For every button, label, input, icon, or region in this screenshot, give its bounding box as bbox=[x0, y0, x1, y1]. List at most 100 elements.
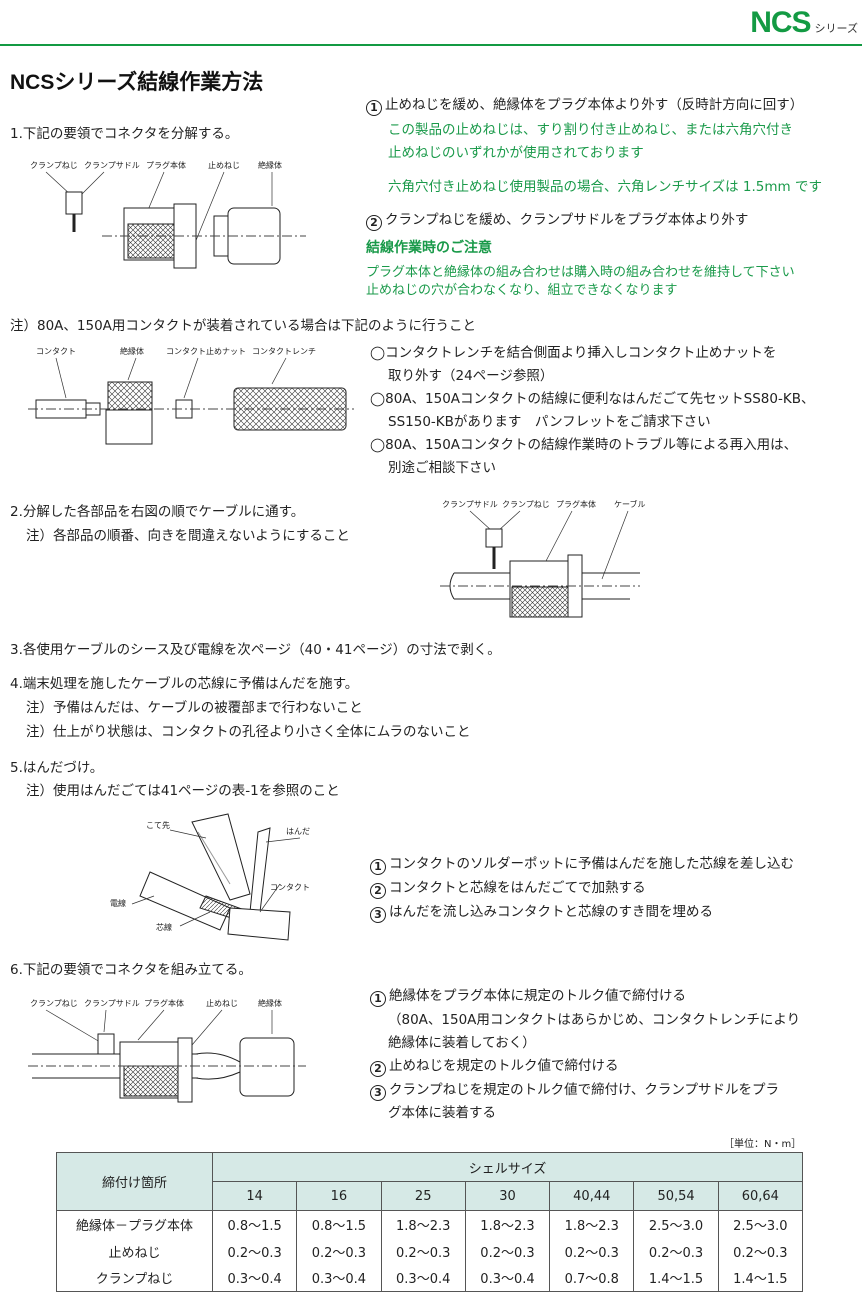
fig-label: 絶縁体 bbox=[258, 998, 282, 1008]
assembly-line: 絶縁体に装着しておく） bbox=[388, 1035, 536, 1051]
ncs-logo: NCS bbox=[750, 6, 811, 39]
disassembly-figure: クランプねじ クランプサドル プラグ本体 止めねじ 絶縁体 bbox=[28, 150, 308, 278]
fig-label: クランプねじ bbox=[30, 999, 78, 1008]
step4-note: 注）予備はんだは、ケーブルの被覆部まで行わないこと bbox=[26, 700, 363, 716]
bullet-line: ◯コンタクトレンチを結合側面より挿入しコンタクト止めナットを bbox=[370, 345, 777, 361]
step5-heading: 5.はんだづけ。 bbox=[10, 760, 104, 776]
bullet-line: 取り外す（24ページ参照） bbox=[388, 368, 554, 384]
cable-routing-figure: クランプサドル クランプねじ プラグ本体 ケーブル bbox=[440, 495, 650, 625]
assembly-line: グ本体に装着する bbox=[388, 1105, 496, 1121]
torque-table: 締付け箇所 シェルサイズ 14 16 25 30 40,44 50,54 60,… bbox=[56, 1152, 804, 1292]
number-badge: 3 bbox=[370, 1085, 386, 1101]
size-header: 60,64 bbox=[717, 1181, 804, 1211]
fig-label: 絶縁体 bbox=[258, 160, 282, 170]
fig-label: コンタクト bbox=[36, 347, 76, 356]
fig-label: はんだ bbox=[286, 827, 310, 836]
step1-heading: 1.下記の要領でコネクタを分解する。 bbox=[10, 126, 239, 142]
assembly-figure: クランプねじ クランプサドル プラグ本体 止めねじ 絶縁体 bbox=[28, 992, 308, 1110]
col-header-location: 締付け箇所 bbox=[56, 1152, 213, 1211]
fig-label: ケーブル bbox=[614, 499, 646, 509]
item-text: はんだを流し込みコンタクトと芯線のすき間を埋める bbox=[389, 904, 713, 920]
fig-label: クランプサドル bbox=[442, 500, 498, 509]
series-label: シリーズ bbox=[814, 22, 858, 35]
soldering-figure: こて先 はんだ コンタクト 電線 芯線 bbox=[110, 812, 330, 952]
fig-label: こて先 bbox=[146, 820, 170, 830]
step4-note: 注）仕上がり状態は、コンタクトの孔径より小さく全体にムラのないこと bbox=[26, 724, 471, 740]
item-text: クランプねじを緩め、クランプサドルをプラグ本体より外す bbox=[385, 212, 749, 228]
fig-label: 止めねじ bbox=[206, 998, 238, 1008]
fig-label: 芯線 bbox=[156, 922, 172, 932]
number-badge: 1 bbox=[366, 100, 382, 116]
fig-label: プラグ本体 bbox=[144, 998, 184, 1008]
item-text: コンタクトのソルダーポットに予備はんだを施した芯線を差し込む bbox=[389, 856, 794, 872]
fig-label: コンタクト bbox=[270, 883, 310, 892]
table-cell: 0.8～1.5 bbox=[211, 1210, 298, 1238]
table-cell: 0.2～0.3 bbox=[717, 1237, 804, 1265]
unit-label: ［単位：N・m］ bbox=[724, 1139, 802, 1150]
table-row: クランプねじ 0.3～0.4 0.3～0.4 0.3～0.4 0.3～0.4 0… bbox=[56, 1264, 804, 1292]
row-label: 絶縁体－プラグ本体 bbox=[56, 1210, 213, 1238]
table-cell: 1.4～1.5 bbox=[717, 1264, 804, 1292]
item-text: コンタクトと芯線をはんだごてで加熱する bbox=[389, 880, 646, 896]
row-label: クランプねじ bbox=[56, 1264, 213, 1292]
header-rule bbox=[0, 44, 862, 46]
fig-label: クランプねじ bbox=[502, 500, 550, 509]
table-cell: 0.8～1.5 bbox=[296, 1210, 382, 1238]
size-header: 25 bbox=[380, 1181, 466, 1211]
caution-line: 止めねじの穴が合わなくなり、組立できなくなります bbox=[366, 283, 678, 298]
number-badge: 2 bbox=[370, 883, 386, 899]
size-header: 50,54 bbox=[633, 1181, 719, 1211]
item-text: クランプねじを規定のトルク値で締付け、クランプサドルをプラ bbox=[389, 1082, 780, 1098]
note-line: この製品の止めねじは、すり割り付き止めねじ、または六角穴付き bbox=[388, 122, 793, 138]
size-header: 40,44 bbox=[549, 1181, 635, 1211]
bullet-line: SS150-KBがあります パンフレットをご請求下さい bbox=[388, 414, 711, 430]
size-header: 16 bbox=[296, 1181, 382, 1211]
step4-heading: 4.端末処理を施したケーブルの芯線に予備はんだを施す。 bbox=[10, 676, 359, 692]
table-cell: 1.4～1.5 bbox=[633, 1264, 719, 1292]
caution-title: 結線作業時のご注意 bbox=[366, 240, 492, 256]
number-badge: 1 bbox=[370, 991, 386, 1007]
size-header: 30 bbox=[464, 1181, 551, 1211]
note-line: 止めねじのいずれかが使用されております bbox=[388, 145, 644, 161]
table-cell: 1.8～2.3 bbox=[549, 1210, 635, 1238]
step5-note: 注）使用はんだごては41ページの表-1を参照のこと bbox=[26, 783, 340, 799]
fig-label: 止めねじ bbox=[208, 160, 240, 170]
table-row: 絶縁体－プラグ本体 0.8～1.5 0.8～1.5 1.8～2.3 1.8～2.… bbox=[56, 1210, 804, 1238]
table-cell: 0.2～0.3 bbox=[211, 1237, 298, 1265]
table-cell: 0.2～0.3 bbox=[380, 1237, 466, 1265]
table-cell: 2.5～3.0 bbox=[717, 1210, 804, 1238]
fig-label: コンタクト止めナット bbox=[166, 346, 246, 356]
table-cell: 0.3～0.4 bbox=[464, 1264, 551, 1292]
fig-label: 絶縁体 bbox=[120, 346, 144, 356]
number-badge: 2 bbox=[366, 215, 382, 231]
fig-label: プラグ本体 bbox=[556, 499, 596, 509]
table-cell: 0.2～0.3 bbox=[296, 1237, 382, 1265]
fig-label: クランプサドル bbox=[84, 999, 140, 1008]
contact-wrench-figure: コンタクト 絶縁体 コンタクト止めナット コンタクトレンチ bbox=[28, 340, 358, 450]
page-title: NCSシリーズ結線作業方法 bbox=[10, 71, 264, 94]
bullet-line: ◯80A、150Aコンタクトの結線に便利なはんだごて先セットSS80-KB、 bbox=[370, 391, 815, 407]
table-cell: 0.2～0.3 bbox=[633, 1237, 719, 1265]
fig-label: 電線 bbox=[110, 898, 126, 908]
step6-heading: 6.下記の要領でコネクタを組み立てる。 bbox=[10, 962, 252, 978]
table-cell: 0.7～0.8 bbox=[549, 1264, 635, 1292]
number-badge: 1 bbox=[370, 859, 386, 875]
item-text: 止めねじを規定のトルク値で締付ける bbox=[389, 1058, 619, 1074]
table-cell: 1.8～2.3 bbox=[380, 1210, 466, 1238]
table-cell: 0.2～0.3 bbox=[549, 1237, 635, 1265]
table-row: 止めねじ 0.2～0.3 0.2～0.3 0.2～0.3 0.2～0.3 0.2… bbox=[56, 1237, 804, 1265]
fig-label: クランプねじ bbox=[30, 161, 78, 170]
item-text: 止めねじを緩め、絶縁体をプラグ本体より外す（反時計方向に回す） bbox=[385, 97, 804, 113]
size-header: 14 bbox=[211, 1181, 298, 1211]
number-badge: 2 bbox=[370, 1061, 386, 1077]
table-cell: 2.5～3.0 bbox=[633, 1210, 719, 1238]
